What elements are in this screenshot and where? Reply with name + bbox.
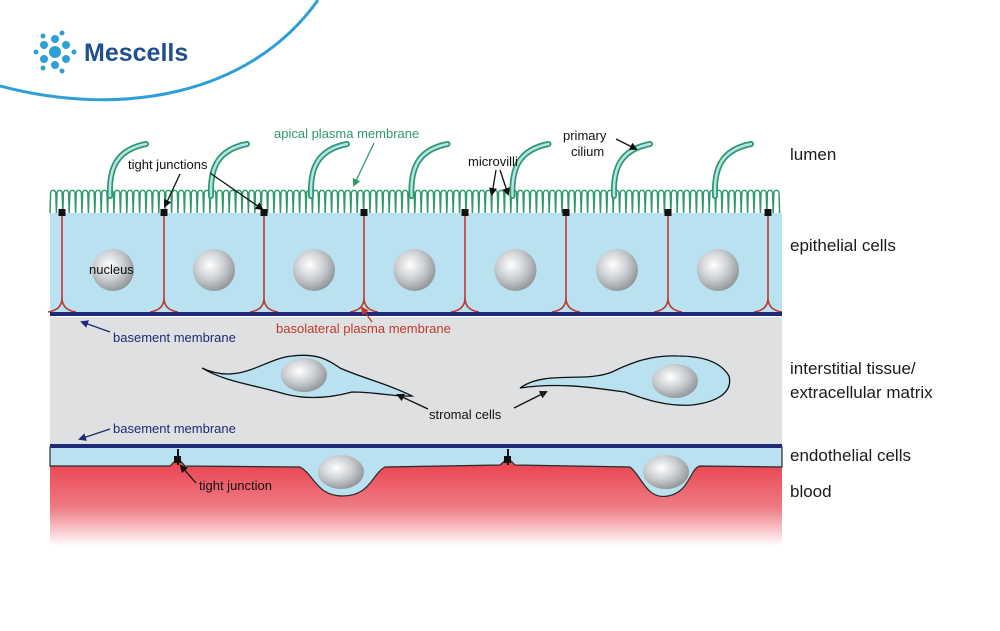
lateral-membrane — [249, 216, 279, 313]
cell-nucleus — [92, 249, 134, 291]
region-lumen-label: lumen — [790, 145, 836, 164]
region-epithelial-cells-label: epithelial cells — [790, 236, 896, 255]
primary-cilium-label-line1: primary — [563, 128, 607, 143]
primary-cilium-arrow — [615, 138, 638, 150]
lateral-membrane — [551, 216, 581, 313]
cell-nucleus — [293, 249, 335, 291]
stromal-cells-arrow — [513, 391, 548, 409]
tight-junction-marker — [360, 209, 368, 216]
tight-junction-label: tight junction — [199, 478, 272, 493]
basement-membrane-bottom-arrow — [78, 428, 111, 441]
apical-plasma-membrane-label: apical plasma membrane — [274, 126, 419, 141]
stromal-cells-arrow — [396, 393, 429, 410]
apical-membrane-arrow — [352, 142, 375, 187]
tight-junction-marker — [461, 209, 469, 216]
nucleus-label: nucleus — [89, 262, 134, 277]
endothelial-tight-junction — [174, 456, 181, 463]
endothelial-tight-junction — [504, 456, 511, 463]
stromal-cell-left — [201, 354, 415, 399]
endothelial-nucleus — [318, 455, 364, 489]
region-blood-label: blood — [790, 482, 832, 501]
cell-boundaries — [47, 209, 783, 313]
stromal-cells-label: stromal cells — [429, 407, 502, 422]
cell-nucleus — [697, 249, 739, 291]
header-swoosh — [0, 0, 320, 102]
lateral-membrane — [450, 216, 480, 313]
tight-junction-marker — [58, 209, 66, 216]
stromal-cell-right — [519, 355, 731, 406]
primary-cilium-core — [209, 142, 249, 198]
region-endothelial-cells-label: endothelial cells — [790, 446, 911, 465]
lateral-membrane — [653, 216, 683, 313]
primary-cilium-core — [713, 142, 753, 198]
region-interstitial-label-line1: interstitial tissue/ — [790, 359, 916, 378]
lateral-membrane — [149, 216, 179, 313]
annotation-arrows — [78, 138, 638, 484]
cell-nucleus — [494, 249, 537, 291]
stromal-nucleus — [281, 358, 327, 392]
lateral-membrane — [47, 216, 77, 313]
primary-cilium-core — [309, 142, 349, 198]
region-interstitial-label-line2: extracellular matrix — [790, 383, 933, 402]
brand-name: Mescells — [84, 39, 188, 67]
brand-logo: Mescells — [33, 30, 188, 74]
basolateral-membrane-arrow — [360, 306, 373, 323]
basement-membrane-top-arrow — [80, 320, 111, 333]
tight-junction-marker — [764, 209, 772, 216]
primary-cilium-label-line2: cilium — [571, 144, 604, 159]
tight-junction-arrow — [179, 464, 197, 484]
epithelial-layer — [47, 141, 783, 313]
tight-junctions-arrow — [163, 173, 181, 208]
basement-membrane-top-label: basement membrane — [113, 330, 236, 345]
cell-nucleus — [393, 249, 436, 291]
microvilli-arrow — [499, 169, 510, 196]
tight-junctions-label: tight junctions — [128, 157, 208, 172]
microvilli-arrow — [489, 169, 497, 196]
primary-cilium-core — [612, 142, 652, 198]
basement-membrane-bottom-label: basement membrane — [113, 421, 236, 436]
primary-cilium-core — [511, 142, 550, 198]
tight-junctions-arrow — [209, 172, 264, 211]
primary-cilium-core — [108, 142, 148, 198]
primary-cilium-core — [410, 142, 449, 198]
tight-junction-marker — [160, 209, 168, 216]
tight-junction-marker — [562, 209, 570, 216]
cell-nucleus — [193, 249, 235, 291]
logo-mark-icon — [33, 30, 77, 74]
stromal-nucleus — [652, 364, 698, 398]
cilia-group — [106, 141, 754, 199]
tight-junction-marker — [664, 209, 672, 216]
cell-nucleus — [596, 249, 638, 291]
lateral-membrane — [753, 216, 783, 313]
microvilli-label: microvilli — [468, 154, 518, 169]
basolateral-plasma-membrane-label: basolateral plasma membrane — [276, 321, 451, 336]
microvilli-border — [49, 189, 781, 214]
tight-junction-marker — [260, 209, 268, 216]
endothelial-layer — [49, 446, 783, 497]
endothelial-nucleus — [643, 455, 689, 489]
